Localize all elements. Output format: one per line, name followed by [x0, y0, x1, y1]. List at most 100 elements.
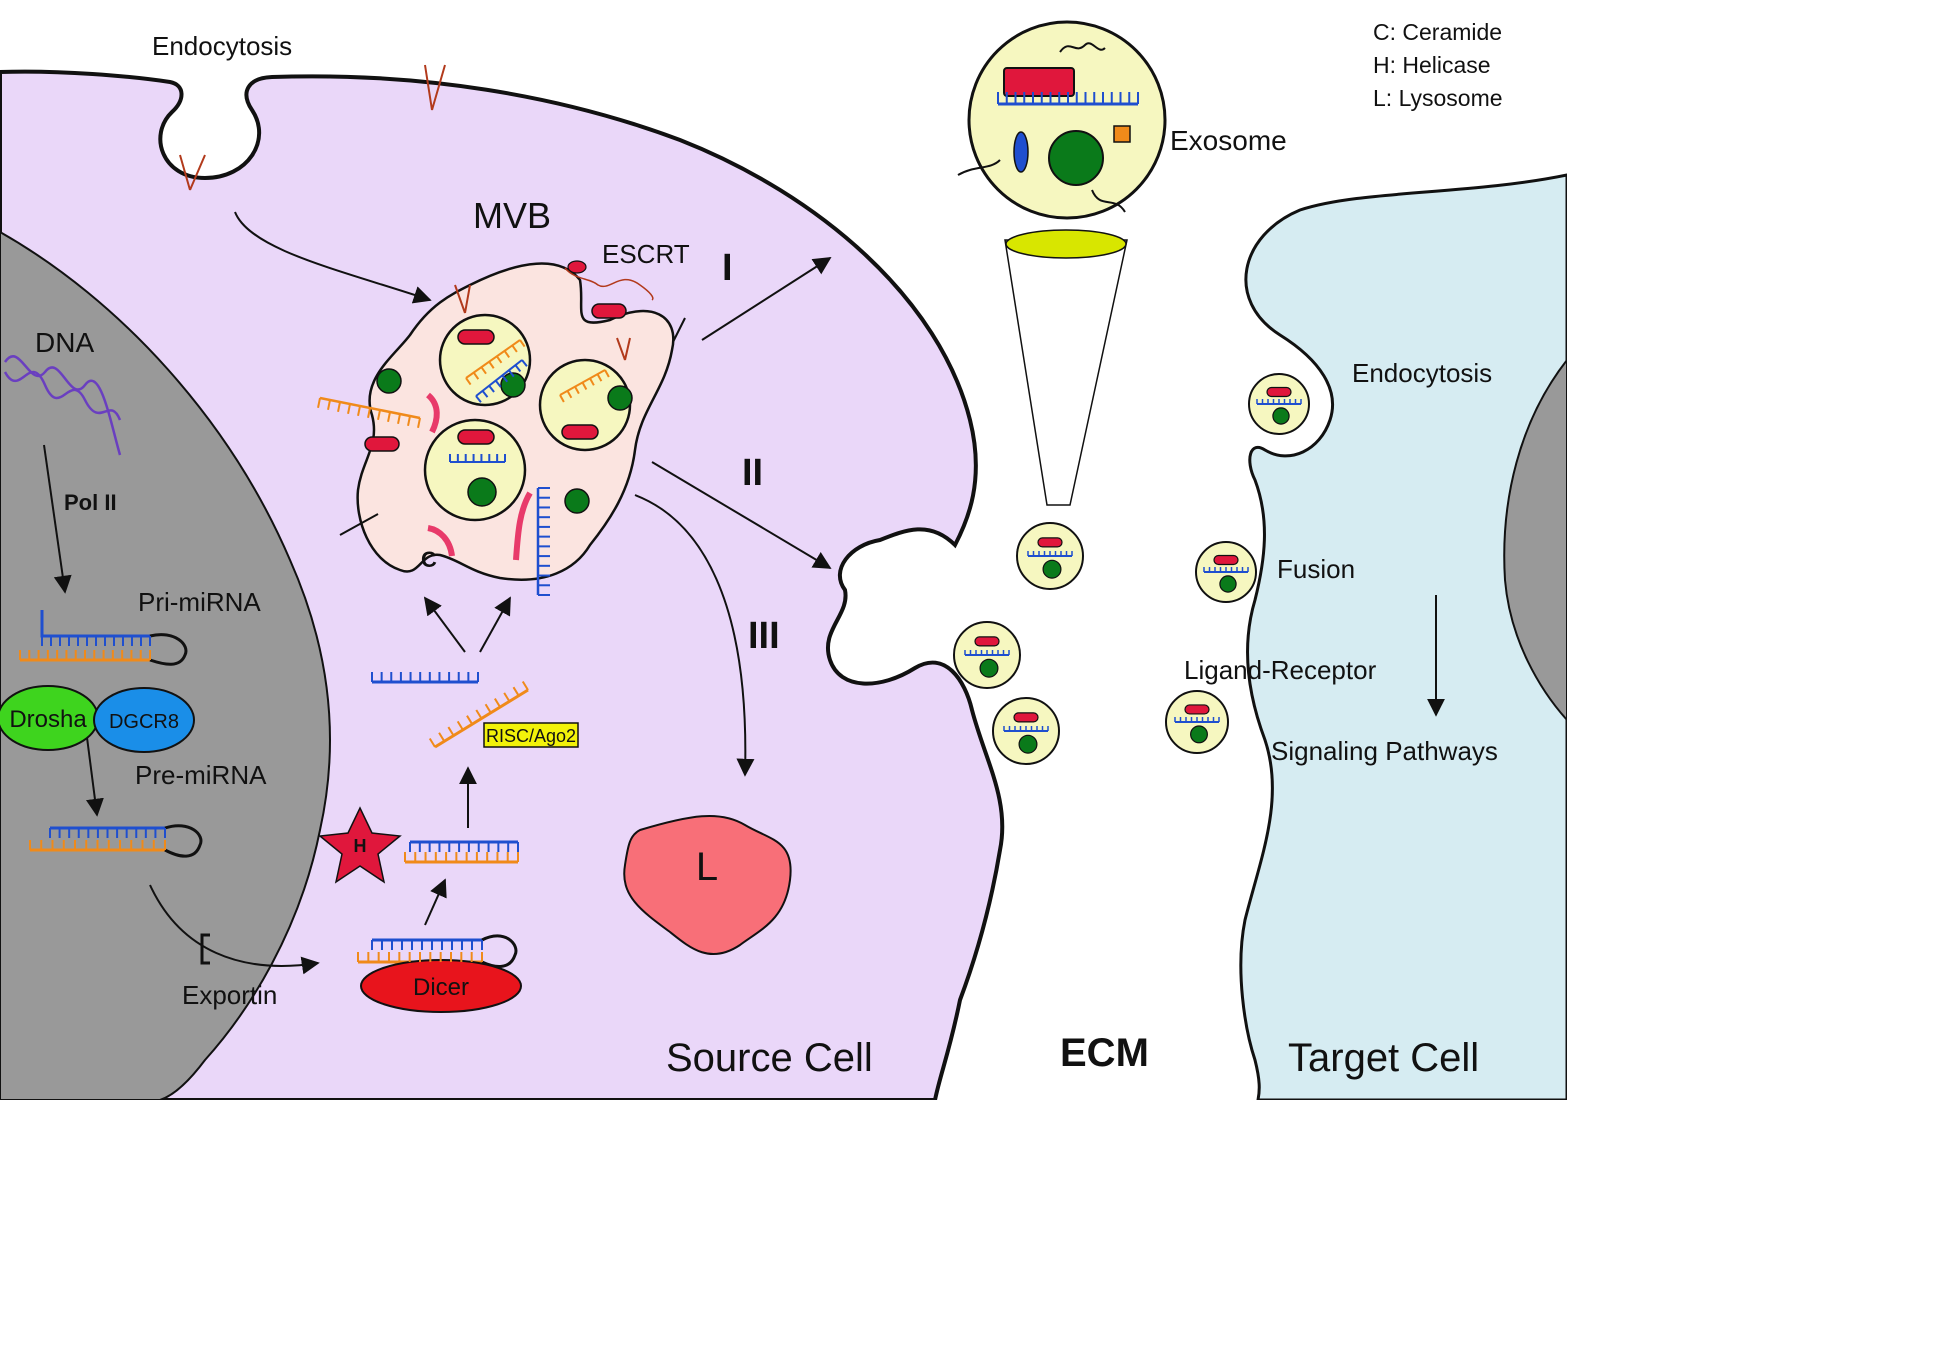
- rna-base-tick: [480, 366, 487, 375]
- small-exosome: [1016, 522, 1084, 590]
- rna-base-tick: [377, 409, 381, 421]
- route-2-arrow: [651, 461, 832, 569]
- rna-base-tick: [465, 377, 472, 386]
- rna-base-tick: [428, 737, 436, 748]
- rna-base-tick: [397, 413, 401, 425]
- endocytosis-target-label: Endocytosis: [1352, 358, 1492, 388]
- ceramide-segment: [427, 525, 455, 557]
- small-exosome: [953, 621, 1021, 689]
- rna-base-tick: [357, 405, 361, 417]
- exosome-orange-box: [1113, 125, 1131, 143]
- rna-base-tick: [466, 715, 474, 725]
- nucleus: [0, 230, 331, 1100]
- rna-base-tick: [512, 686, 520, 697]
- lipid-tail: [957, 159, 1001, 176]
- rna-base-tick: [447, 726, 455, 737]
- rna-base-tick: [488, 385, 495, 393]
- drosha-label: Drosha: [9, 706, 87, 733]
- zoom-cone: [1004, 239, 1128, 506]
- rna-base-tick: [347, 403, 351, 415]
- rna-base-tick: [407, 415, 411, 427]
- hairpin-loop: [164, 824, 203, 858]
- ilv-vesicle: [538, 358, 633, 452]
- receptor: [179, 154, 206, 191]
- legend-ceramide: C: Ceramide: [1373, 19, 1502, 45]
- rna-base-tick: [501, 374, 509, 383]
- rna-base-tick: [589, 377, 595, 386]
- endocytosis-source-label: Endocytosis: [152, 31, 292, 61]
- exosome-blue-protein: [1013, 131, 1029, 173]
- rna-base-tick: [503, 350, 510, 358]
- membrane-protein: [339, 513, 379, 536]
- to-mvb-arrow-left: [423, 596, 466, 653]
- receptor: [454, 284, 471, 314]
- zoom-cone-top: [1005, 229, 1127, 259]
- exosome-green-sphere: [1048, 130, 1104, 186]
- green-sphere: [376, 368, 402, 394]
- escrt-protein: [567, 260, 587, 274]
- rna-base-tick: [327, 399, 331, 411]
- ilv-vesicle: [438, 313, 532, 407]
- route-1-label: I: [722, 247, 733, 289]
- exosome-label: Exosome: [1170, 125, 1287, 156]
- dna-label: DNA: [35, 327, 94, 358]
- rna-base-tick: [475, 709, 483, 720]
- exosome-biogenesis-diagram: Endocytosis MVB ESCRT I II III DNA Pol I…: [0, 19, 1567, 1100]
- escrt-label: ESCRT: [602, 239, 690, 269]
- exosome-protein: [1003, 67, 1075, 97]
- route-3-label: III: [748, 615, 780, 657]
- rna-base-tick: [456, 720, 464, 731]
- rna-base-tick: [521, 359, 528, 367]
- target-cell-membrane: [1239, 173, 1567, 1100]
- to-mvb-arrow-right: [479, 596, 511, 653]
- exportin-channel: [200, 933, 210, 965]
- rna-base-tick: [472, 371, 480, 380]
- route-1-arrow: [701, 257, 832, 341]
- legend-lysosome: L: Lysosome: [1373, 85, 1503, 111]
- dicer-label: Dicer: [413, 974, 469, 1001]
- mvb-label: MVB: [473, 195, 551, 236]
- rna-base-tick: [508, 369, 515, 378]
- rna-base-tick: [438, 732, 446, 742]
- escrt-chain: [564, 267, 654, 301]
- rna-base-tick: [574, 386, 580, 395]
- fusion-label: Fusion: [1277, 554, 1355, 584]
- ilv-vesicle: [423, 418, 527, 522]
- rna-base-tick: [488, 361, 495, 369]
- rna-base-tick: [496, 355, 503, 364]
- red-protein: [591, 303, 627, 319]
- rna-base-tick: [596, 373, 603, 382]
- dgcr8-label: DGCR8: [109, 711, 179, 733]
- small-exosome: [1165, 690, 1229, 754]
- rna-base-tick: [337, 401, 341, 413]
- transcription-arrow: [43, 444, 72, 594]
- risc-label: RISC/Ago2: [486, 726, 576, 746]
- dgcr8: [93, 687, 195, 753]
- rna-base-tick: [417, 417, 421, 429]
- diagram-canvas: Endocytosis MVB ESCRT I II III DNA Pol I…: [0, 19, 1567, 1100]
- rna-base-tick: [494, 379, 502, 388]
- target-cell-label: Target Cell: [1288, 1036, 1479, 1080]
- lipid-tail: [1091, 189, 1126, 213]
- lipid-tail: [1059, 42, 1106, 53]
- lysosome-symbol: L: [696, 845, 718, 889]
- ecm-label: ECM: [1060, 1031, 1149, 1075]
- ligand-receptor-label: Ligand-Receptor: [1184, 655, 1377, 685]
- signaling-label: Signaling Pathways: [1271, 736, 1498, 766]
- rna-base-tick: [566, 390, 573, 399]
- pre-mirna-label: Pre-miRNA: [135, 760, 267, 790]
- rna-base-tick: [519, 339, 526, 348]
- green-sphere: [564, 488, 590, 514]
- route-2-label: II: [742, 452, 763, 494]
- exosome-large: [967, 20, 1167, 220]
- source-cell-label: Source Cell: [666, 1036, 873, 1080]
- pri-mirna-label: Pri-miRNA: [138, 587, 261, 617]
- rna-base-tick: [559, 394, 565, 403]
- small-exosome: [1248, 373, 1310, 435]
- rna-base-tick: [475, 395, 482, 403]
- ceramide-segment: [425, 392, 440, 434]
- dicer-to-duplex-arrow: [424, 878, 447, 926]
- membrane-protein: [672, 317, 686, 343]
- helicase-symbol: H: [354, 836, 367, 856]
- receptor: [616, 337, 631, 361]
